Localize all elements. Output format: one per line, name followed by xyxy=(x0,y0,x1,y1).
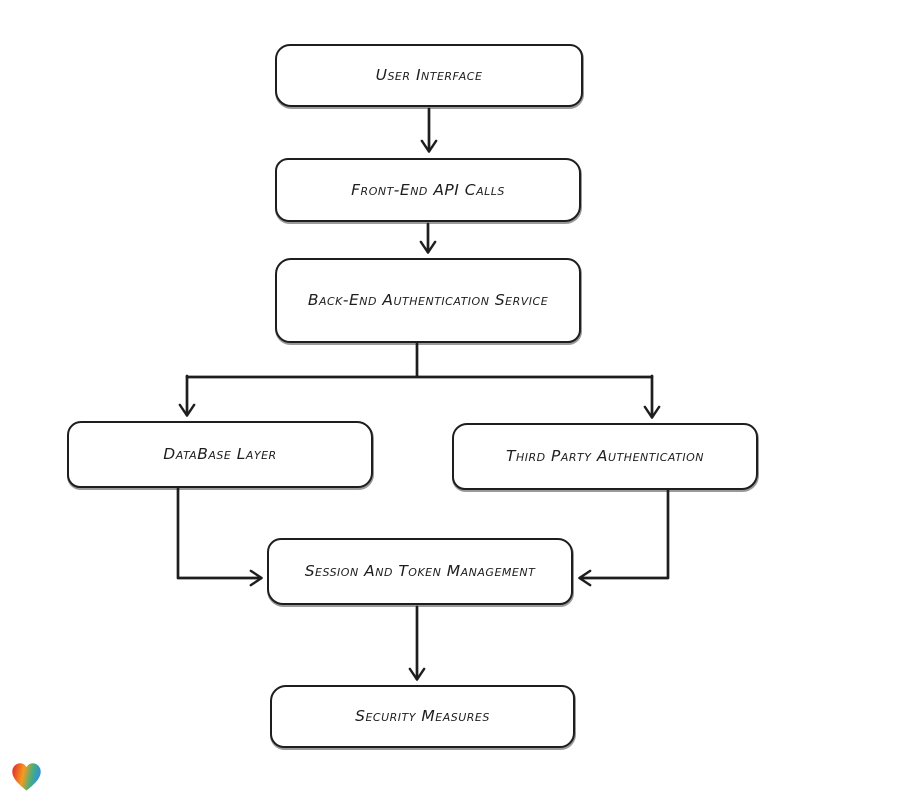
node-third-party-authentication-label: Third Party Authentication xyxy=(506,447,704,466)
node-security-measures-label: Security Measures xyxy=(355,707,490,726)
node-user-interface-label: User Interface xyxy=(375,66,483,85)
node-third-party-authentication[interactable]: Third Party Authentication xyxy=(452,423,758,490)
node-user-interface[interactable]: User Interface xyxy=(275,44,583,107)
node-database-layer-label: DataBase Layer xyxy=(163,445,277,464)
heart-logo-icon[interactable] xyxy=(10,761,43,794)
node-database-layer[interactable]: DataBase Layer xyxy=(67,421,373,488)
node-session-and-token-management[interactable]: Session And Token Management xyxy=(267,538,573,605)
edge-thirdparty-to-session xyxy=(578,489,670,587)
node-security-measures[interactable]: Security Measures xyxy=(270,685,575,748)
node-back-end-authentication-service-label: Back-End Authentication Service xyxy=(307,291,549,310)
node-front-end-api-calls-label: Front-End API Calls xyxy=(351,180,505,199)
edge-database-to-session xyxy=(176,487,263,587)
node-front-end-api-calls[interactable]: Front-End API Calls xyxy=(275,158,581,222)
edge-backend-branch-bar xyxy=(185,342,654,379)
node-back-end-authentication-service[interactable]: Back-End Authentication Service xyxy=(275,258,581,343)
node-session-and-token-management-label: Session And Token Management xyxy=(304,562,536,581)
